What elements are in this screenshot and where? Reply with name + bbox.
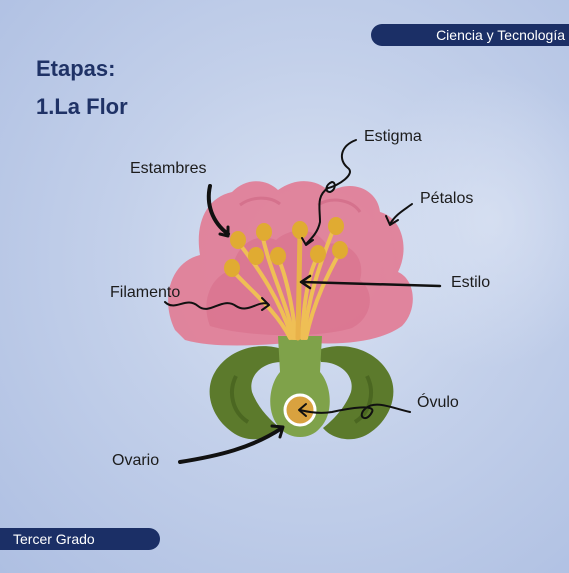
ovule-label: Óvulo: [417, 394, 459, 411]
style-arrow: [300, 280, 442, 288]
style-label: Estilo: [451, 274, 491, 291]
style-stalk: [295, 229, 303, 341]
petals-label: Pétalos: [420, 190, 474, 207]
filament-pointer: [164, 301, 269, 310]
subject-tag: Ciencia y Tecnología: [371, 24, 569, 46]
petals-pointer: [389, 203, 413, 225]
stigma-pointer: [305, 139, 357, 245]
grade-tag: Tercer Grado: [0, 528, 160, 550]
ovule-pointer: [299, 403, 411, 420]
sepals: [209, 346, 394, 440]
ovary-arrow: [178, 426, 284, 464]
stages-heading: Etapas:: [36, 56, 116, 81]
filament-label: Filamento: [110, 284, 181, 301]
stamens-label: Estambres: [130, 160, 207, 177]
ovary-label: Ovario: [112, 452, 160, 469]
pointer-lines: [164, 139, 442, 464]
topic-heading: 1.La Flor: [36, 94, 128, 119]
stamens-arrow: [206, 184, 230, 236]
stigma-label: Estigma: [364, 128, 422, 145]
anthers: [224, 217, 348, 277]
